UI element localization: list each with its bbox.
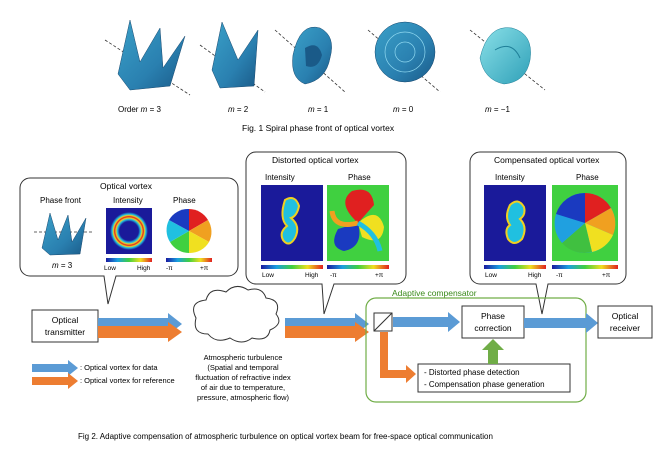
phase-label-2: Phase	[348, 173, 371, 182]
turbulence-line-1: Atmospheric turbulence	[204, 353, 283, 362]
reference-beam-arrow-2	[285, 322, 369, 342]
phase-correction-line-1: Phase	[481, 311, 505, 321]
phase-image-compensated	[552, 185, 618, 261]
colorbar-negpi-1: -π	[166, 265, 173, 272]
legend-reference-arrow	[32, 373, 78, 389]
phase-front-m0	[367, 21, 441, 93]
turbulence-line-5: pressure, atmospheric flow)	[197, 393, 290, 402]
adaptive-compensator: Adaptive compensator Phase correction - …	[365, 288, 587, 403]
phase-front-m3	[104, 19, 191, 96]
colorbar-high-2: High	[305, 272, 319, 279]
colorbar-high-3: High	[528, 272, 542, 279]
colorbar-pospi-2: +π	[375, 272, 384, 279]
intensity-label-3: Intensity	[495, 173, 525, 182]
distorted-vortex-box: Distorted optical vortex Intensity Phase…	[245, 151, 407, 315]
phase-image-distorted	[327, 185, 389, 261]
phase-front-m-neg1	[469, 27, 546, 91]
colorbar-pospi-1: +π	[200, 265, 209, 272]
transmitter-line-2: transmitter	[45, 327, 85, 337]
legend-reference-label: : Optical vortex for reference	[80, 376, 175, 385]
phase-correction-box	[461, 305, 525, 339]
colorbar-low-1: Low	[104, 265, 116, 272]
distorted-title: Distorted optical vortex	[272, 155, 359, 165]
order-label-m2: m = 2	[228, 105, 249, 114]
atmospheric-turbulence-cloud	[193, 286, 280, 343]
colorbar-pospi-3: +π	[602, 272, 611, 279]
detection-line-2: - Compensation phase generation	[424, 380, 545, 389]
phase-colorbar-1	[166, 258, 212, 262]
feedback-arrow	[482, 339, 504, 364]
reference-beam-arrow-1	[98, 322, 182, 342]
phase-front-m1	[274, 26, 346, 93]
optical-vortex-box: Optical vortex Phase front Intensity Pha…	[19, 177, 239, 305]
detection-line-1: - Distorted phase detection	[424, 368, 520, 377]
intensity-colorbar-1	[106, 258, 152, 262]
order-label-m-neg1: m = −1	[485, 105, 510, 114]
colorbar-negpi-3: -π	[556, 272, 563, 279]
compensated-vortex-box: Compensated optical vortex Intensity Pha…	[469, 151, 627, 315]
compensated-title: Compensated optical vortex	[494, 155, 600, 165]
intensity-colorbar-2	[261, 265, 323, 269]
receiver-line-2: receiver	[610, 323, 640, 333]
fig2-caption: Fig 2. Adaptive compensation of atmosphe…	[78, 432, 493, 441]
colorbar-negpi-2: -π	[330, 272, 337, 279]
fig1-caption: Fig. 1 Spiral phase front of optical vor…	[242, 123, 395, 133]
legend: : Optical vortex for data : Optical vort…	[32, 360, 175, 389]
intensity-ring	[108, 210, 150, 252]
phase-front-image	[34, 212, 94, 256]
order-label-m0: m = 0	[393, 105, 414, 114]
colorbar-low-2: Low	[262, 272, 274, 279]
optical-receiver-box: Optical receiver	[597, 305, 653, 339]
turbulence-line-2: (Spatial and temporal	[207, 363, 279, 372]
colorbar-high-1: High	[137, 265, 151, 272]
legend-data-arrow	[32, 360, 78, 376]
phase-correction-line-2: correction	[474, 323, 512, 333]
receiver-line-1: Optical	[612, 311, 639, 321]
transmitter-line-1: Optical	[52, 315, 79, 325]
phase-front-order: m = 3	[52, 261, 73, 270]
optical-vortex-title: Optical vortex	[100, 181, 153, 191]
phase-image-original	[166, 208, 212, 254]
phase-label-1: Phase	[173, 196, 196, 205]
reference-beam-to-detection	[380, 332, 416, 383]
fig1-phase-fronts	[104, 19, 546, 96]
optical-transmitter-box: Optical transmitter	[31, 309, 99, 343]
intensity-label-2: Intensity	[265, 173, 295, 182]
colorbar-low-3: Low	[485, 272, 497, 279]
turbulence-line-3: fluctuation of refractive index	[195, 373, 291, 382]
legend-data-label: : Optical vortex for data	[80, 363, 158, 372]
phase-front-m2	[199, 21, 266, 93]
order-label-m1: m = 1	[308, 105, 329, 114]
phase-label-3: Phase	[576, 173, 599, 182]
turbulence-description: Atmospheric turbulence (Spatial and temp…	[195, 353, 291, 402]
phase-front-label: Phase front	[40, 196, 82, 205]
adaptive-compensator-label: Adaptive compensator	[392, 288, 477, 298]
intensity-label-1: Intensity	[113, 196, 143, 205]
data-beam-arrow-4	[524, 313, 598, 333]
fig1-order-labels: Order m = 3 m = 2 m = 1 m = 0 m = −1	[118, 105, 510, 114]
turbulence-line-4: of air due to temperature,	[201, 383, 285, 392]
phase-colorbar-3	[552, 265, 618, 269]
phase-detection-box	[417, 363, 571, 393]
data-beam-arrow-3	[393, 312, 460, 332]
phase-colorbar-2	[327, 265, 389, 269]
order-label-m3: Order m = 3	[118, 105, 161, 114]
intensity-colorbar-3	[484, 265, 546, 269]
